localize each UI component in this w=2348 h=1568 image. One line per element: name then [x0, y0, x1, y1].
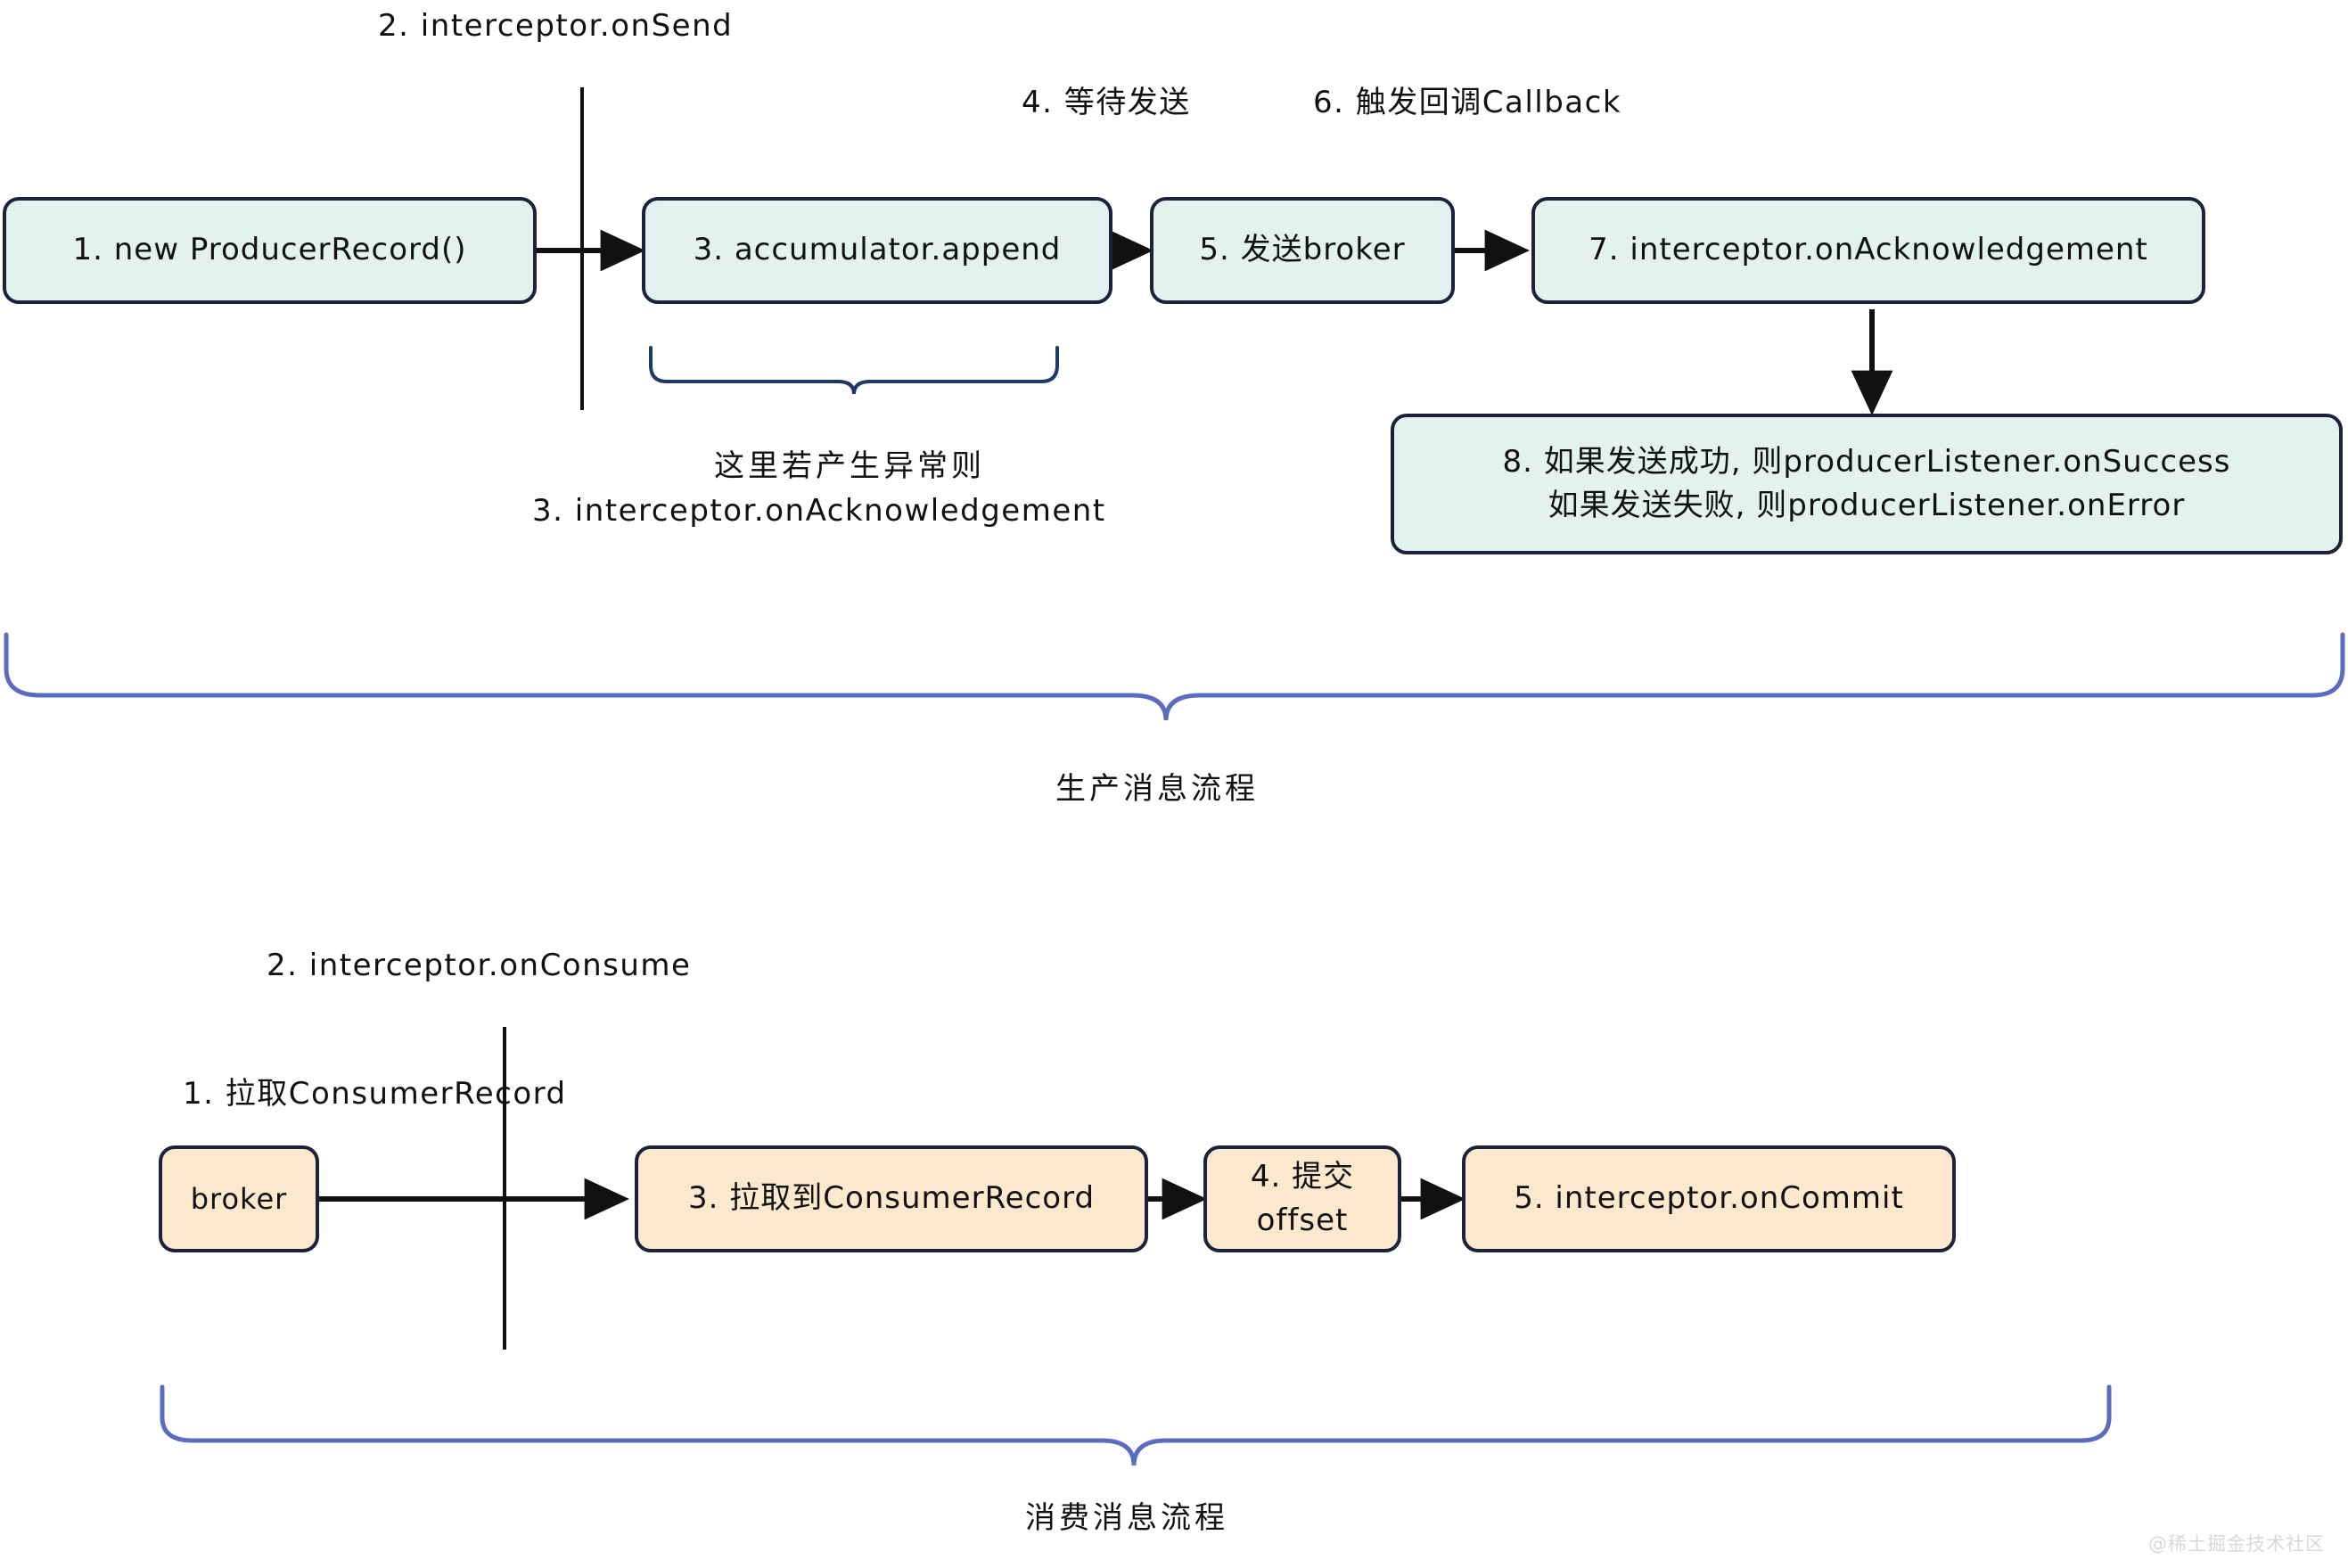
node-accumulator-append[interactable]: 3. accumulator.append [642, 197, 1112, 304]
annotation-interceptor-onconsume: 2. interceptor.onConsume [267, 948, 692, 983]
node-interceptor-oncommit[interactable]: 5. interceptor.onCommit [1462, 1145, 1956, 1252]
consumer-flow-label: 消费消息流程 [1025, 1500, 1228, 1536]
node-pulled-consumerrecord[interactable]: 3. 拉取到ConsumerRecord [635, 1145, 1148, 1252]
annotation-interceptor-onsend: 2. interceptor.onSend [378, 8, 734, 44]
node-commit-offset-label: 4. 提交offset [1250, 1158, 1355, 1238]
node-broker[interactable]: broker [159, 1145, 319, 1252]
node-interceptor-onacknowledgement-label: 7. interceptor.onAcknowledgement [1589, 232, 2148, 268]
annotation-exception-line2: 3. interceptor.onAcknowledgement [532, 493, 1106, 529]
exception-brace [649, 346, 1059, 395]
node-producer-listener[interactable]: 8. 如果发送成功, 则producerListener.onSuccess 如… [1391, 414, 2343, 554]
consumer-flow-brace [160, 1384, 2112, 1466]
annotation-trigger-callback: 6. 触发回调Callback [1313, 85, 1622, 120]
node-broker-label: broker [190, 1181, 288, 1216]
watermark: @稀土掘金技术社区 [2148, 1533, 2325, 1555]
annotation-pull-consumerrecord: 1. 拉取ConsumerRecord [183, 1076, 567, 1112]
node-send-broker-label: 5. 发送broker [1199, 232, 1406, 268]
node-producer-record[interactable]: 1. new ProducerRecord() [3, 197, 537, 304]
node-send-broker[interactable]: 5. 发送broker [1150, 197, 1455, 304]
annotation-exception-line1: 这里若产生异常则 [714, 448, 985, 484]
node-accumulator-append-label: 3. accumulator.append [693, 232, 1062, 268]
node-interceptor-onacknowledgement[interactable]: 7. interceptor.onAcknowledgement [1531, 197, 2205, 304]
node-producer-record-label: 1. new ProducerRecord() [72, 232, 467, 268]
producer-flow-brace [4, 632, 2345, 721]
node-interceptor-oncommit-label: 5. interceptor.onCommit [1514, 1180, 1904, 1217]
producer-flow-label: 生产消息流程 [1055, 771, 1259, 807]
node-producer-listener-label: 8. 如果发送成功, 则producerListener.onSuccess 如… [1502, 443, 2231, 523]
node-commit-offset[interactable]: 4. 提交offset [1203, 1145, 1401, 1252]
annotation-wait-send: 4. 等待发送 [1022, 85, 1191, 120]
node-pulled-consumerrecord-label: 3. 拉取到ConsumerRecord [687, 1180, 1096, 1217]
